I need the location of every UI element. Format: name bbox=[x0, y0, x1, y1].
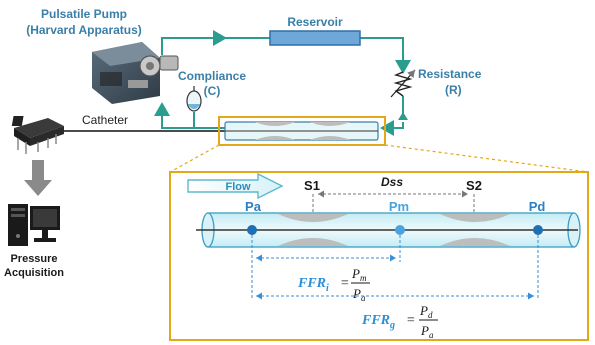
ffr-g-formula: FFRg = Pd Pa bbox=[361, 303, 438, 340]
svg-text:=: = bbox=[406, 313, 415, 328]
svg-text:Pa: Pa bbox=[352, 286, 366, 303]
resistance-valve-icon bbox=[398, 112, 408, 120]
catheter-label: Catheter bbox=[82, 113, 128, 127]
svg-text:Pm: Pm bbox=[351, 266, 367, 283]
acquisition-label: Acquisition bbox=[4, 267, 64, 279]
reservoir: Reservoir bbox=[269, 15, 361, 46]
pd-sensor-dot bbox=[533, 225, 543, 235]
compliance-symbol: (C) bbox=[204, 84, 221, 98]
flow-arrow-icon: Flow bbox=[187, 172, 284, 200]
pump: Pulsatile Pump (Harvard Apparatus) bbox=[26, 7, 179, 104]
s1-label: S1 bbox=[304, 178, 320, 193]
zoom-line-left bbox=[169, 144, 220, 173]
reservoir-tank bbox=[269, 30, 361, 46]
svg-text:FFRg: FFRg bbox=[361, 313, 395, 331]
pm-label: Pm bbox=[389, 199, 409, 214]
pressure-sensor-icon bbox=[11, 116, 64, 154]
variable-arrow bbox=[390, 69, 416, 98]
pump-icon bbox=[92, 42, 179, 104]
down-arrow-icon bbox=[24, 160, 52, 196]
svg-text:Pd: Pd bbox=[419, 303, 433, 320]
dss-label: Dss bbox=[381, 175, 403, 189]
test-section-small bbox=[218, 116, 386, 146]
inset-panel: Flow S1 S2 Dss Pa Pm Pd bbox=[169, 171, 589, 341]
zoom-line-right bbox=[384, 144, 589, 173]
flow-label: Flow bbox=[225, 181, 250, 193]
compliance: Compliance (C) bbox=[178, 69, 246, 112]
zoom-selection-box bbox=[218, 116, 386, 146]
pd-label: Pd bbox=[529, 199, 546, 214]
resistance-symbol: (R) bbox=[445, 83, 462, 97]
pressure-label: Pressure bbox=[10, 253, 57, 265]
pump-label: Pulsatile Pump bbox=[41, 7, 127, 21]
resistance-label: Resistance bbox=[418, 67, 482, 81]
pm-sensor-dot bbox=[395, 225, 405, 235]
ffr-i-formula: FFRi = Pm Pa bbox=[297, 266, 370, 303]
pump-sublabel: (Harvard Apparatus) bbox=[26, 23, 142, 37]
pa-label: Pa bbox=[245, 199, 262, 214]
stenosis-2 bbox=[440, 214, 510, 246]
svg-text:FFRi: FFRi bbox=[297, 276, 329, 294]
reservoir-label: Reservoir bbox=[287, 15, 343, 29]
compliance-label: Compliance bbox=[178, 69, 246, 83]
pa-sensor-dot bbox=[247, 225, 257, 235]
svg-text:Pa: Pa bbox=[420, 323, 434, 340]
resistance: Resistance (R) bbox=[390, 67, 482, 120]
stenosis-1 bbox=[278, 214, 348, 246]
s2-label: S2 bbox=[466, 178, 482, 193]
svg-text:=: = bbox=[340, 276, 349, 291]
flow-loop bbox=[154, 30, 411, 136]
computer-icon bbox=[8, 204, 60, 246]
